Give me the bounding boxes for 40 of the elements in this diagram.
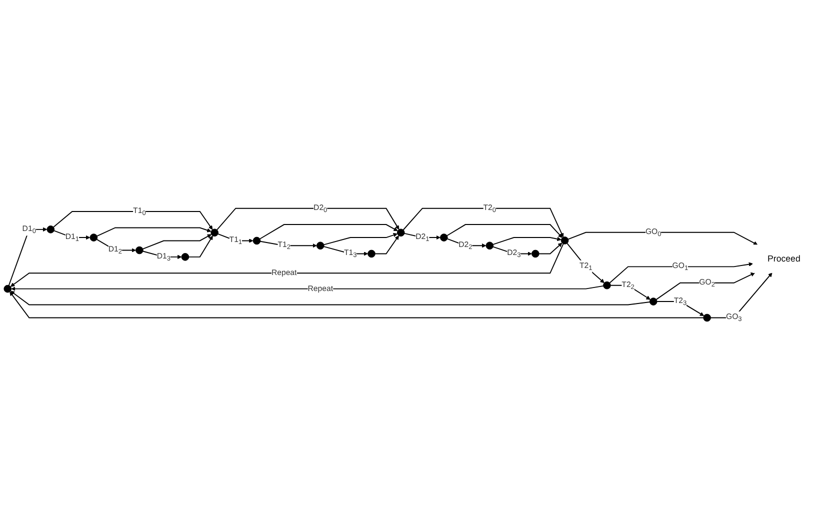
arrow xyxy=(216,208,400,230)
node-circle xyxy=(46,225,55,234)
arrow xyxy=(188,236,213,258)
node-circle xyxy=(440,234,448,242)
node-circle xyxy=(181,252,190,261)
arrow xyxy=(710,272,772,318)
node-circle xyxy=(136,246,144,254)
node-circle xyxy=(4,284,12,293)
arrow xyxy=(323,232,398,246)
arrow xyxy=(609,262,754,284)
node-circle xyxy=(210,228,218,236)
arrow xyxy=(259,224,398,240)
node-circle xyxy=(368,250,376,258)
arrow xyxy=(96,227,212,236)
arrow xyxy=(8,227,48,286)
arrow xyxy=(492,236,562,245)
arrow xyxy=(656,272,756,300)
node-circle xyxy=(252,236,261,245)
arrow xyxy=(374,235,399,254)
node-circle xyxy=(532,250,540,258)
node-circle xyxy=(560,236,569,244)
arrow xyxy=(402,208,564,238)
arrow xyxy=(10,243,564,287)
node-circle xyxy=(703,314,711,322)
node-text: Proceed xyxy=(768,254,800,264)
node-circle xyxy=(486,242,494,250)
arrow xyxy=(566,242,604,284)
node-circle xyxy=(649,298,658,306)
node-circle xyxy=(90,234,98,242)
arrow xyxy=(10,290,650,306)
arrow xyxy=(52,211,213,230)
node-circle xyxy=(396,228,405,236)
arrow xyxy=(260,240,317,248)
arrow xyxy=(538,242,562,254)
arrow xyxy=(11,285,604,291)
arrow xyxy=(142,234,212,250)
node-circle xyxy=(316,242,324,250)
node-circle xyxy=(603,281,611,290)
arrow xyxy=(446,224,562,238)
arrow xyxy=(568,232,758,246)
